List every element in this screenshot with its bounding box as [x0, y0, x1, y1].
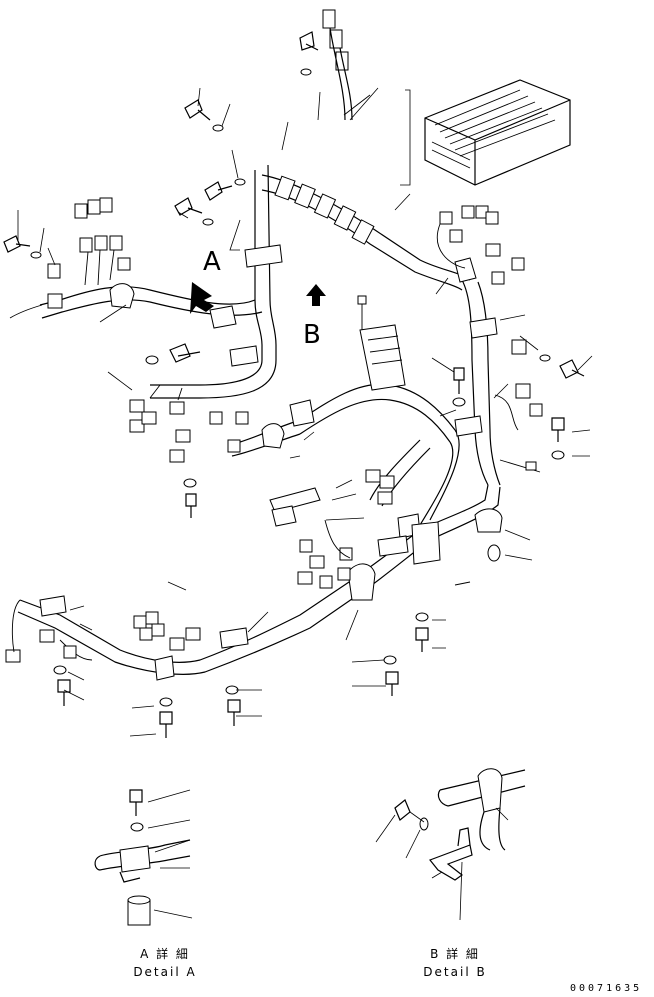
view-arrows [190, 282, 326, 314]
top-connectors [322, 9, 371, 121]
hardware-parts [3, 31, 585, 738]
detail-a-title-en: Detail A [133, 965, 197, 979]
detail-a-drawing [94, 789, 193, 926]
leader-lines [17, 87, 593, 737]
detail-a-title-jp: A 詳 細 [140, 947, 190, 961]
detail-b-drawing [375, 768, 526, 921]
clamps [39, 244, 503, 681]
connectors [5, 197, 543, 663]
controller-unit [400, 79, 571, 186]
main-harness [9, 164, 501, 675]
view-b-arrow [306, 284, 326, 306]
detail-b-title-en: Detail B [423, 965, 487, 979]
view-a-label: A [203, 247, 221, 277]
view-b-label: B [303, 320, 321, 350]
drawing-number: 00071635 [570, 983, 643, 994]
view-a-arrow [190, 282, 214, 314]
detail-b-title-jp: B 詳 細 [430, 947, 480, 961]
